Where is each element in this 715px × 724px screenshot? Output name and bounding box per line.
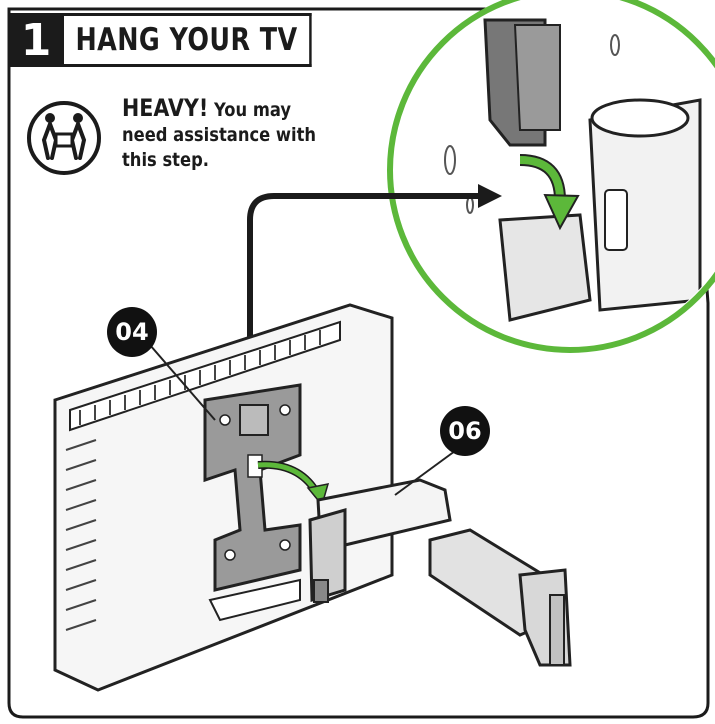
warning-text: HEAVY! You may need assistance with this… <box>122 96 328 173</box>
step-number: 1 <box>8 13 64 67</box>
callout-bracket: 04 <box>107 307 157 357</box>
warning-heading: HEAVY! <box>122 94 209 122</box>
warning-message: You may need assistance with this step. <box>122 99 317 171</box>
two-person-lift-icon <box>27 101 101 175</box>
articulating-arm <box>308 478 572 667</box>
tv-back <box>53 303 394 692</box>
callout-arm: 06 <box>440 406 490 456</box>
detail-zoom-view <box>387 0 715 353</box>
mounting-bracket <box>203 383 302 592</box>
step-title: HANG YOUR TV <box>64 13 312 67</box>
step-header: 1 HANG YOUR TV <box>8 13 366 67</box>
